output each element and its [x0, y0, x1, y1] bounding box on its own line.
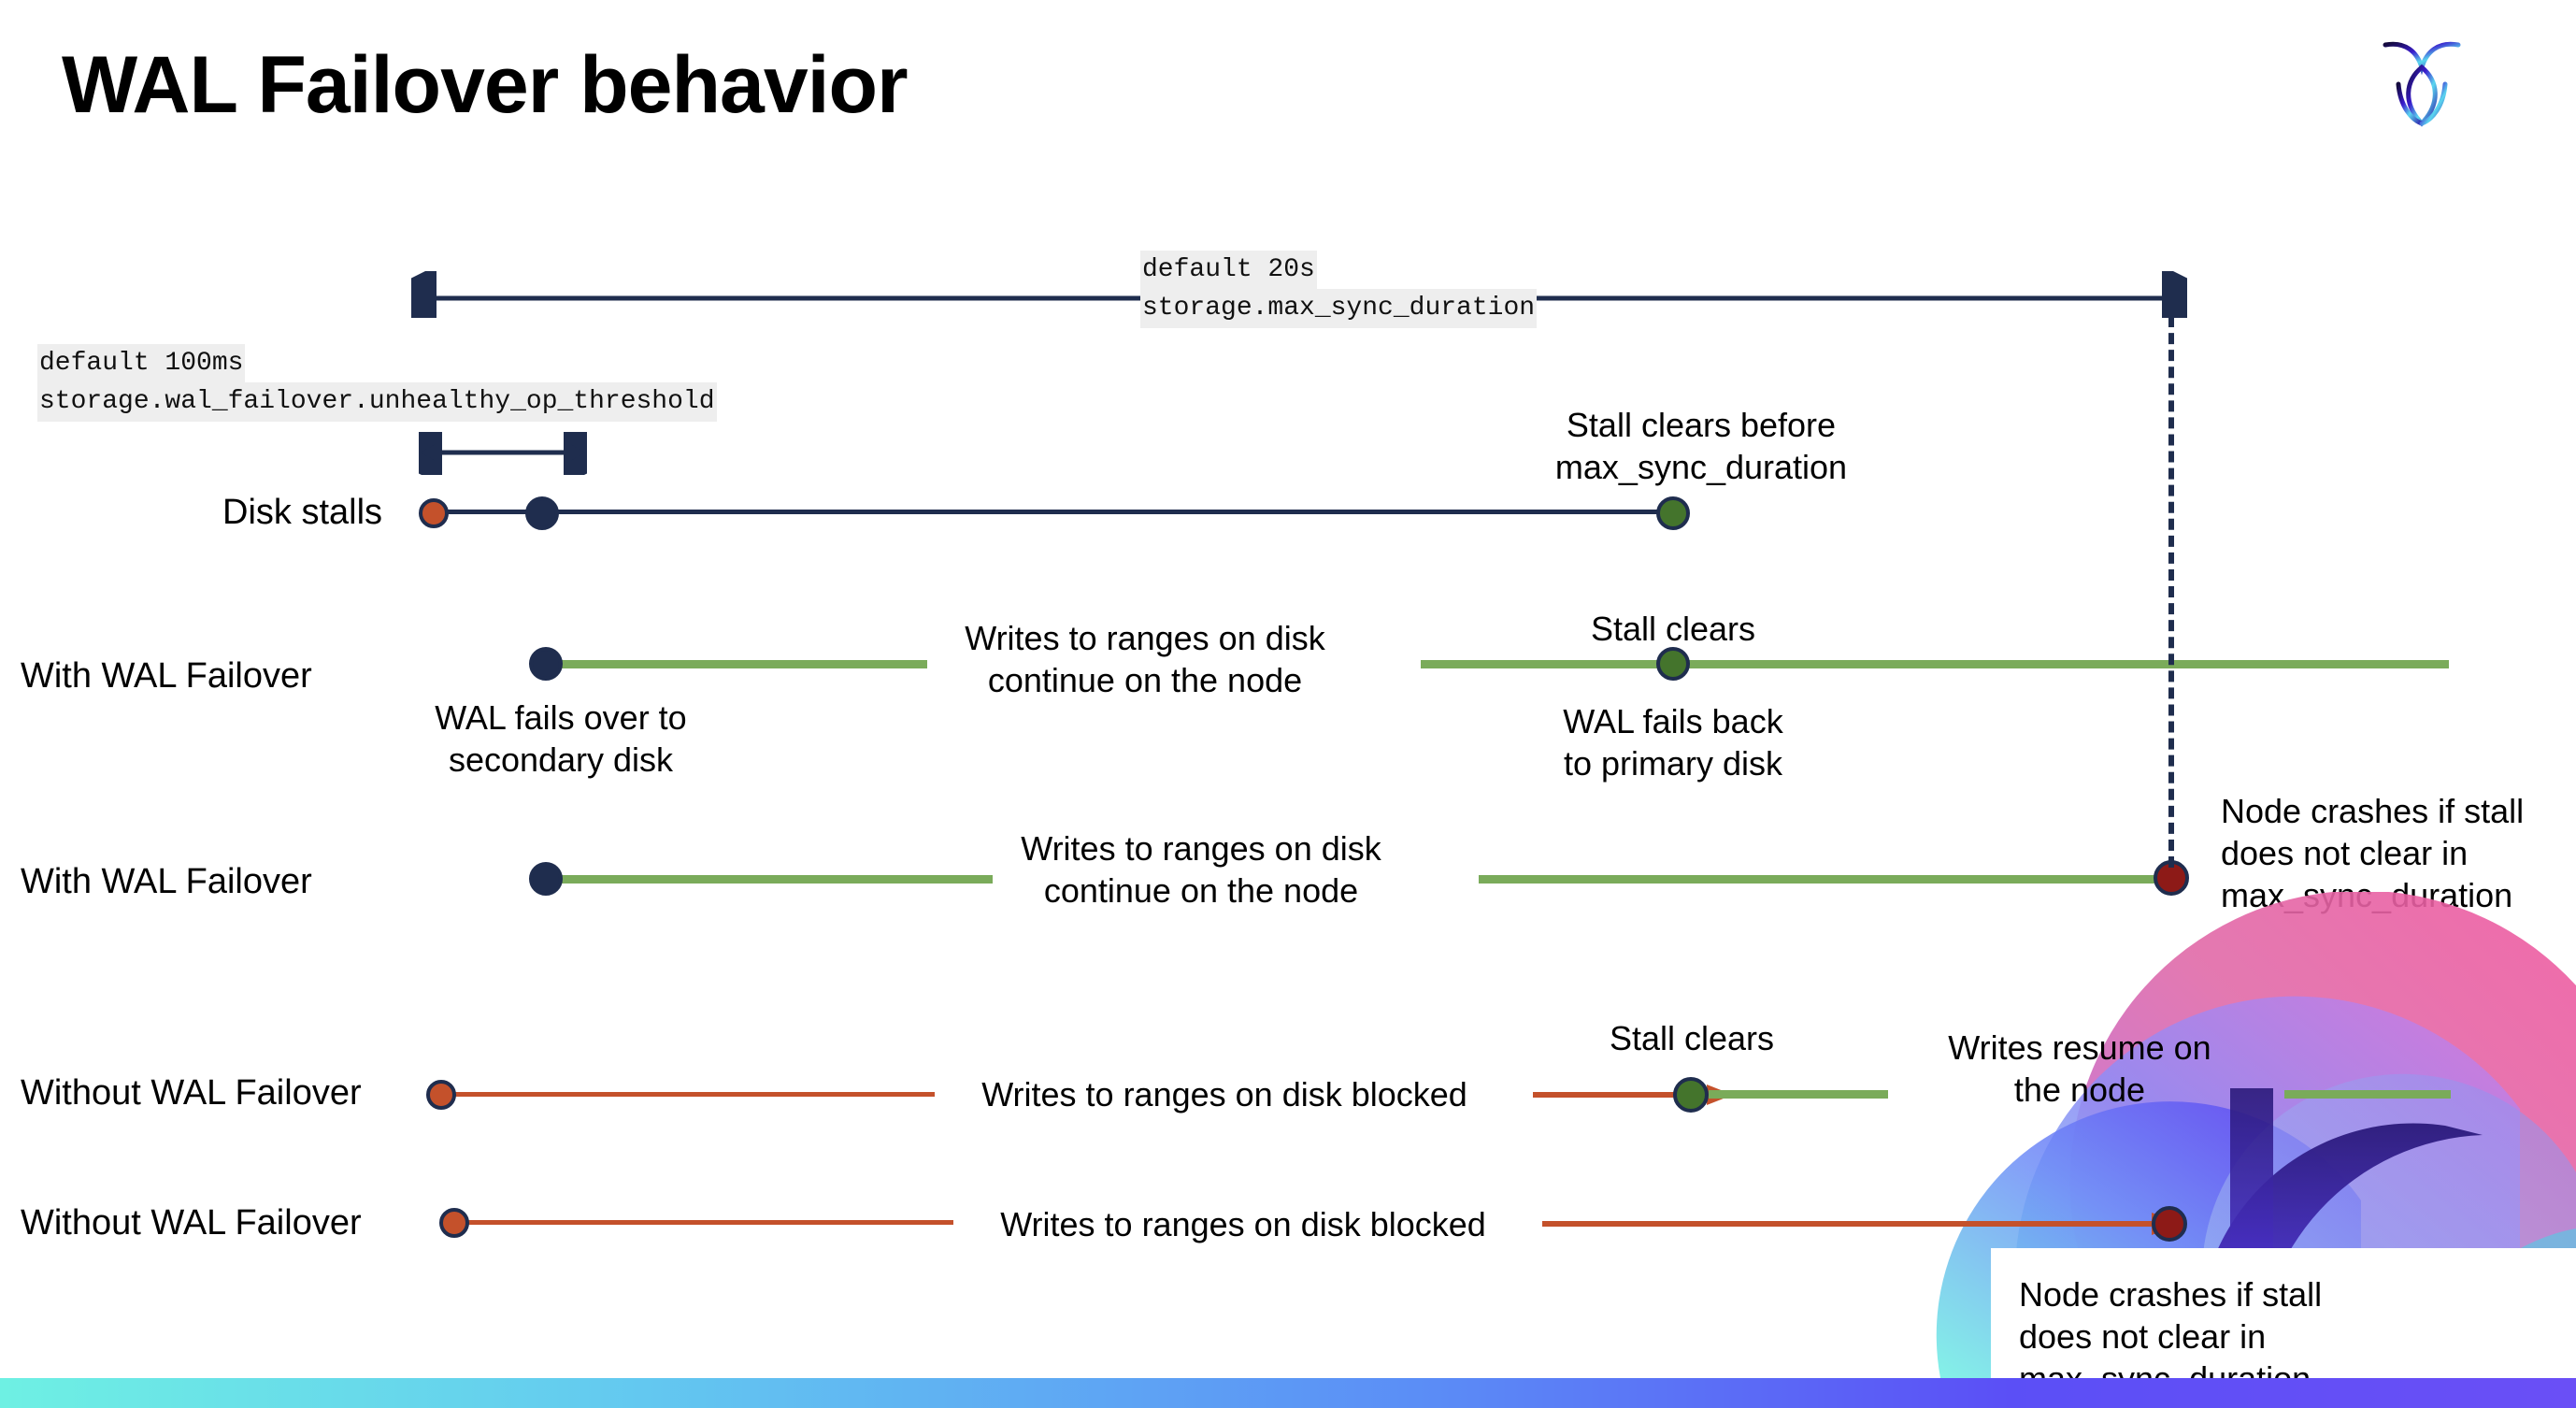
unhealthy-op-threshold-name: storage.wal_failover.unhealthy_op_thresh…	[37, 382, 717, 422]
row-label-with-wal-failover-1: With WAL Failover	[21, 656, 312, 696]
wal-fails-over-line2: secondary disk	[448, 740, 674, 779]
cockroachdb-logo-icon	[2370, 26, 2473, 129]
writes-blocked-annotation-row5: Writes to ranges on disk blocked	[1000, 1205, 1486, 1243]
stall-clears-annotation-row2: Stall clears	[1590, 610, 1756, 648]
node-crashes-right-line2: does not clear in	[2221, 834, 2469, 872]
writes-resume-annotation: Writes resume on the node	[1925, 1027, 2234, 1111]
unhealthy-op-threshold-chip-group: default 100ms storage.wal_failover.unhea…	[37, 344, 717, 422]
writes-continue-annotation-1: Writes to ranges on disk continue on the…	[935, 617, 1355, 701]
disk-stalls-timeline	[439, 510, 1678, 514]
stall-clears-before-annotation: Stall clears before max_sync_duration	[1524, 404, 1879, 488]
writes-resume-line1: Writes resume on	[1948, 1028, 2211, 1067]
node-crashes-right-line3: max_sync_duration	[2221, 876, 2513, 914]
row-label-without-wal-failover-2: Without WAL Failover	[21, 1203, 362, 1243]
with-wal-failover-2-segment-b	[1479, 875, 2172, 884]
stall-clears-annotation-row4: Stall clears	[1609, 1019, 1775, 1057]
writes-continue-1-line1: Writes to ranges on disk	[965, 619, 1325, 657]
max-sync-duration-default: default 20s	[1140, 251, 1317, 290]
wal-fails-over-line1: WAL fails over to	[435, 698, 687, 737]
unhealthy-op-threshold-span-arrow	[419, 432, 587, 475]
writes-continue-2-line2: continue on the node	[1043, 871, 1359, 910]
without-wal-failover-1-clear-dot	[1673, 1077, 1709, 1113]
max-sync-duration-dropline	[2168, 299, 2174, 868]
with-wal-failover-2-segment-a	[544, 875, 993, 884]
without-wal-failover-2-blocked-arrow	[1542, 1213, 2182, 1235]
wal-fails-back-line1: WAL fails back	[1563, 702, 1783, 740]
disk-stalls-failover-dot	[525, 496, 559, 530]
row-label-without-wal-failover-1: Without WAL Failover	[21, 1073, 362, 1113]
disk-stalls-start-dot	[419, 498, 449, 528]
without-wal-failover-1-resume-segment-b	[2284, 1090, 2451, 1099]
max-sync-duration-chip-group: default 20s storage.max_sync_duration	[1140, 251, 1538, 328]
with-wal-failover-1-failover-dot	[529, 647, 563, 681]
row-label-with-wal-failover-2: With WAL Failover	[21, 862, 312, 901]
without-wal-failover-1-start-dot	[426, 1080, 456, 1110]
writes-continue-annotation-2: Writes to ranges on disk continue on the…	[991, 827, 1411, 912]
without-wal-failover-2-crash-dot	[2152, 1206, 2187, 1242]
page-title: WAL Failover behavior	[62, 40, 909, 130]
with-wal-failover-1-segment-a	[544, 660, 927, 668]
without-wal-failover-2-blocked-segment-a	[462, 1220, 953, 1225]
node-crashes-annotation-right: Node crashes if stall does not clear in …	[2221, 790, 2576, 916]
with-wal-failover-2-failover-dot	[529, 862, 563, 896]
wal-fails-over-annotation: WAL fails over to secondary disk	[402, 697, 720, 781]
disk-stalls-clear-dot	[1656, 496, 1690, 530]
unhealthy-op-threshold-default: default 100ms	[37, 344, 246, 383]
wal-fails-back-line2: to primary disk	[1563, 744, 1783, 783]
writes-continue-2-line1: Writes to ranges on disk	[1021, 829, 1381, 868]
without-wal-failover-1-blocked-segment	[449, 1092, 935, 1097]
with-wal-failover-1-clear-dot	[1656, 647, 1690, 681]
without-wal-failover-2-start-dot	[439, 1208, 469, 1238]
row-label-disk-stalls: Disk stalls	[222, 493, 383, 532]
bottom-gradient-bar	[0, 1378, 2576, 1408]
stall-clears-before-line2: max_sync_duration	[1554, 448, 1848, 486]
writes-blocked-annotation-row4: Writes to ranges on disk blocked	[981, 1075, 1467, 1113]
wal-fails-back-annotation: WAL fails back to primary disk	[1514, 700, 1832, 784]
writes-resume-line2: the node	[2013, 1070, 2146, 1109]
with-wal-failover-1-segment-b	[1421, 660, 2449, 668]
max-sync-duration-name: storage.max_sync_duration	[1140, 289, 1538, 328]
without-wal-failover-1-resume-segment-a	[1709, 1090, 1888, 1099]
writes-continue-1-line2: continue on the node	[987, 661, 1303, 699]
node-crashes-bottom-line1: Node crashes if stall	[2019, 1275, 2323, 1314]
node-crashes-right-line1: Node crashes if stall	[2221, 792, 2525, 830]
stall-clears-before-line1: Stall clears before	[1566, 406, 1837, 444]
node-crashes-bottom-line2: does not clear in	[2019, 1317, 2267, 1356]
